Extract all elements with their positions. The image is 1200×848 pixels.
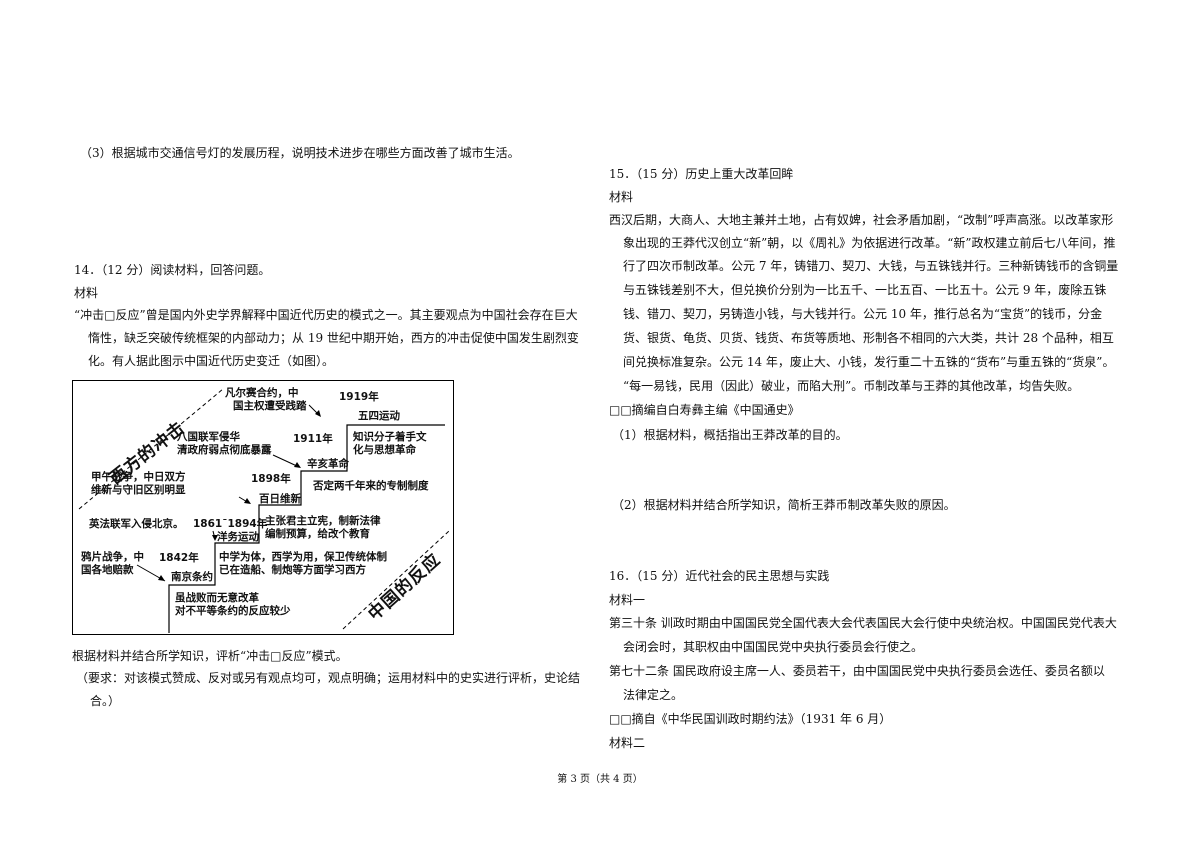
q16-title: 16．（15 分）近代社会的民主思想与实践 — [609, 569, 830, 583]
yangwu-desc-2: 已在造船、制炮等方面学习西方 — [219, 564, 366, 576]
opium-war-line-1: 鸦片战争，中 — [81, 551, 144, 563]
q16-article72-line-2: 法律定之。 — [623, 688, 684, 702]
q16-material2-label: 材料二 — [609, 736, 646, 750]
q15-paragraph-line-7: 间兑换标准复杂。公元 14 年，废止大、小钱，发行重二十五铢的“货布”与重五铢的… — [623, 355, 1115, 369]
q14-requirement-line-1: （要求：对该模式赞成、反对或另有观点均可，观点明确；运用材料中的史实进行评析，史… — [76, 671, 581, 685]
q16-article30-line-1: 第三十条 训政时期由中国国民党全国代表大会代表国民大会行使中央统治权。中国国民党… — [609, 616, 1117, 630]
q14-question: 根据材料并结合所学知识，评析“冲击□反应”模式。 — [72, 649, 348, 663]
q14-title: 14．（12 分）阅读材料，回答问题。 — [74, 263, 271, 277]
boxer-line-1: 八国联军侵华 — [177, 431, 240, 443]
sinojapanese-line-1: 甲午战争，中日双方 — [91, 471, 186, 483]
page-footer: 第 3 页（共 4 页） — [557, 774, 643, 785]
q15-paragraph-line-8: “每一易钱，民用（因此）破业，而陷大刑”。币制改革与王莽的其他改革，均告失败。 — [623, 379, 1080, 393]
q13-part3-text: （3）根据城市交通信号灯的发展历程，说明技术进步在哪些方面改善了城市生活。 — [80, 146, 520, 160]
angloFrench-invasion: 英法联军入侵北京。 — [89, 518, 184, 530]
q15-question-1: （1）根据材料，概括指出王莽改革的目的。 — [612, 428, 848, 442]
boxer-line-2: 清政府弱点彻底暴露 — [177, 444, 272, 456]
q15-title: 15．（15 分）历史上重大改革回眸 — [609, 167, 794, 181]
self-strengthening-movement: 洋务运动 — [217, 531, 259, 543]
q15-paragraph-line-4: 与五铢钱差别不大，但兑换价分别为一比五千、一比五百、一比五十。公元 9 年，废除… — [623, 283, 1107, 297]
history-diagram: 西方的冲击 中国的反应 凡尔赛合约，中 国主权遭受践踏 1919年 五四运动 知… — [72, 380, 454, 635]
versailles-line-1: 凡尔赛合约，中 — [225, 387, 299, 399]
q14-paragraph-line-1: “冲击□反应”曾是国内外史学界解释中国近代历史的模式之一。其主要观点为中国社会存… — [74, 308, 578, 322]
reform-desc-1: 主张君主立宪，制新法律 — [265, 515, 381, 527]
q15-paragraph-line-2: 象出现的王莽代汉创立“新”朝，以《周礼》为依据进行改革。“新”政权建立前后七八年… — [623, 236, 1116, 250]
q16-article72-line-1: 第七十二条 国民政府设主席一人、委员若干，由中国国民党中央执行委员会选任、委员名… — [609, 664, 1105, 678]
treaty-of-nanjing: 南京条约 — [171, 571, 213, 583]
nanjing-desc-1: 虽战败而无意改革 — [175, 592, 259, 604]
may-fourth-desc-1: 知识分子着手文 — [353, 431, 427, 443]
yangwu-desc-1: 中学为体，西学为用，保卫传统体制 — [219, 551, 387, 563]
reform-desc-2: 编制预算，给改个教育 — [265, 528, 370, 540]
xinhai-revolution: 辛亥革命 — [307, 458, 349, 470]
q15-material-label: 材料 — [609, 190, 634, 204]
q16-article30-line-2: 会闭会时，其职权由中国国民党中央执行委员会行使之。 — [623, 640, 924, 654]
q15-source: □□摘编自白寿彝主编《中国通史》 — [609, 403, 800, 417]
year-1842: 1842年 — [159, 552, 199, 564]
xinhai-desc: 否定两千年来的专制制度 — [313, 480, 429, 492]
q14-paragraph-line-3: 化。有人据此图示中国近代历史变迁（如图）。 — [88, 354, 335, 368]
q15-paragraph-line-5: 钱、错刀、契刀，另铸造小钱，与大钱并行。公元 10 年，推行总名为“宝货”的钱币… — [623, 307, 1103, 321]
q14-material-label: 材料 — [74, 286, 99, 300]
sinojapanese-line-2: 维新与守旧区别明显 — [91, 484, 186, 496]
may-fourth-desc-2: 化与思想革命 — [353, 444, 416, 456]
q15-paragraph-line-1: 西汉后期，大商人、大地主兼并土地，占有奴婢，社会矛盾加剧，“改制”呼声高涨。以改… — [609, 213, 1114, 227]
year-1898: 1898年 — [251, 473, 291, 485]
may-fourth-movement: 五四运动 — [358, 410, 400, 422]
hundred-days-reform: 百日维新 — [259, 493, 301, 505]
q15-question-2: （2）根据材料并结合所学知识，简析王莽币制改革失败的原因。 — [612, 498, 956, 512]
opium-war-line-2: 国各地赔款 — [81, 564, 134, 576]
year-1911: 1911年 — [293, 433, 333, 445]
versailles-line-2: 国主权遭受践踏 — [233, 400, 307, 412]
q14-paragraph-line-2: 惰性，缺乏突破传统框架的内部动力；从 19 世纪中期开始，西方的冲击促使中国发生… — [88, 331, 579, 345]
year-1861-1894: 1861ˉ1894年 — [193, 518, 268, 530]
diagram-lines — [78, 388, 450, 633]
q15-paragraph-line-3: 行了四次币制改革。公元 7 年，铸错刀、契刀、大钱，与五铢钱并行。三种新铸钱币的… — [623, 259, 1119, 273]
year-1919: 1919年 — [339, 391, 379, 403]
q14-requirement-line-2: 合。） — [90, 694, 121, 708]
nanjing-desc-2: 对不平等条约的反应较少 — [175, 605, 291, 617]
q16-source: □□摘自《中华民国训政时期约法》（1931 年 6 月） — [609, 712, 892, 726]
q15-paragraph-line-6: 货、银货、龟货、贝货、钱货、布货等质地、形制各不相同的六大类，共计 28 个品种… — [623, 331, 1114, 345]
q16-material1-label: 材料一 — [609, 593, 646, 607]
